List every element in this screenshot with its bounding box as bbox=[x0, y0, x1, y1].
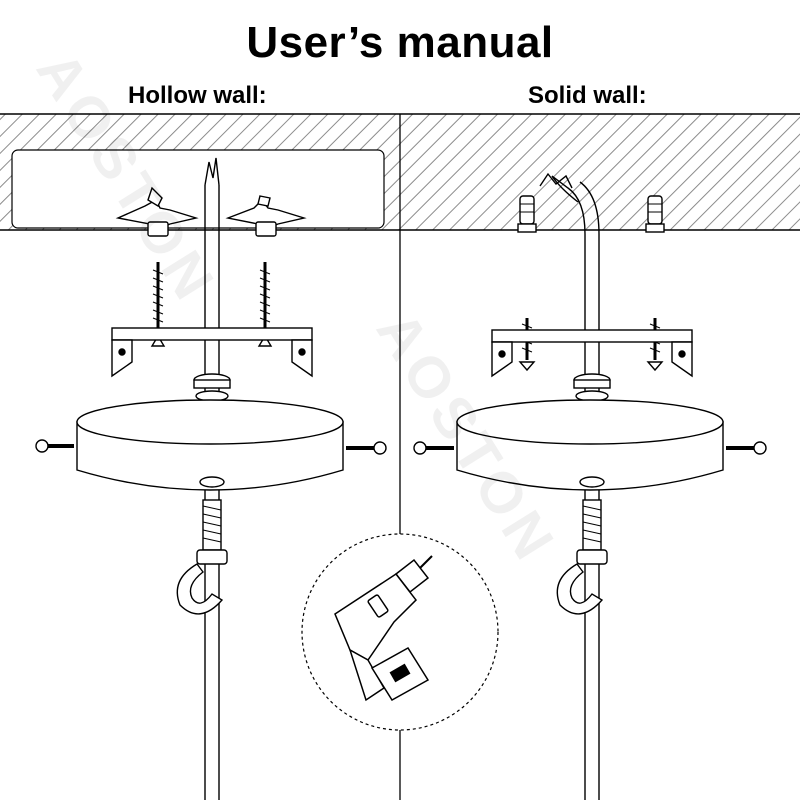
solid-wall-assembly bbox=[413, 172, 767, 800]
hollow-wall-assembly bbox=[35, 157, 387, 800]
nut-washer-right bbox=[573, 373, 611, 402]
canopy-left bbox=[76, 399, 344, 491]
short-screw-left bbox=[518, 318, 536, 372]
page-title: User’s manual bbox=[246, 18, 554, 67]
toggle-anchor-left bbox=[115, 186, 199, 237]
set-screw-right-a bbox=[413, 441, 454, 455]
toggle-anchor-right bbox=[225, 195, 307, 237]
set-screw-right-b bbox=[726, 441, 767, 455]
hollow-cavity bbox=[11, 149, 385, 229]
long-screw-left bbox=[150, 262, 166, 347]
short-screw-right bbox=[646, 318, 664, 372]
drill-callout bbox=[301, 533, 499, 731]
mounting-bracket-right bbox=[491, 329, 693, 378]
mounting-bracket-left bbox=[111, 327, 313, 378]
set-screw-left-b bbox=[346, 441, 387, 455]
wall-plug-right bbox=[645, 195, 665, 233]
hook-right bbox=[556, 476, 608, 615]
wall-plug-left bbox=[517, 195, 537, 233]
cable-left bbox=[204, 157, 220, 800]
hook-left bbox=[176, 476, 228, 615]
hollow-wall-label: Hollow wall: bbox=[128, 82, 267, 109]
drill-icon bbox=[334, 555, 433, 702]
set-screw-left-a bbox=[35, 439, 74, 453]
nut-washer-left bbox=[193, 373, 231, 402]
long-screw-right bbox=[257, 262, 273, 347]
canopy-right bbox=[456, 399, 724, 491]
solid-wall-label: Solid wall: bbox=[528, 82, 647, 109]
